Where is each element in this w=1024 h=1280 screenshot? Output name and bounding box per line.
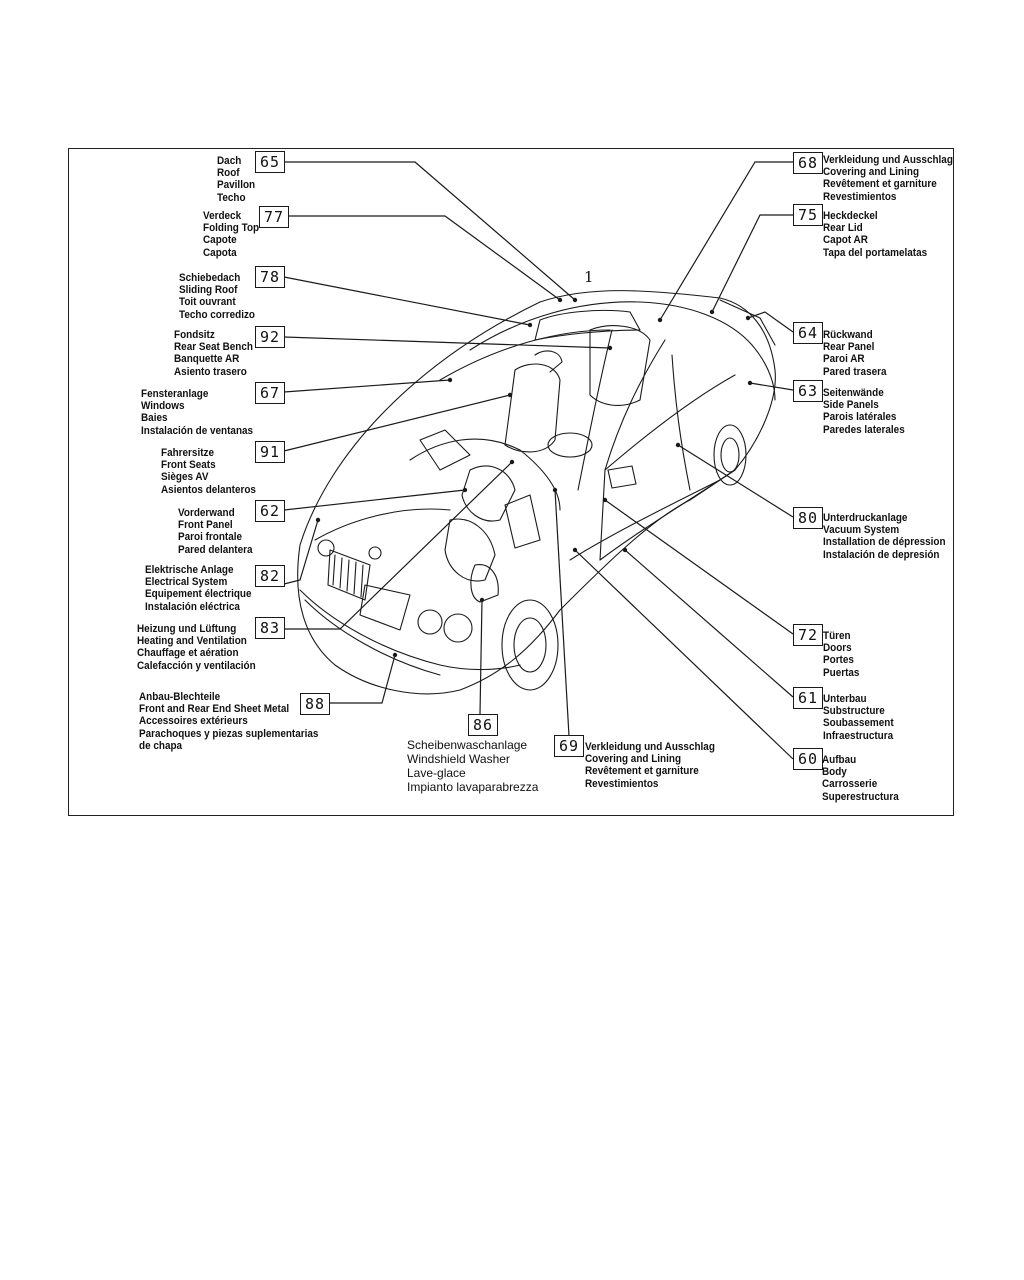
car-body-outline <box>297 290 776 695</box>
callout-88-number: 88 <box>300 693 330 715</box>
callout-68-number: 68 <box>793 152 823 174</box>
diagram-frame <box>68 148 954 816</box>
callout-64-number: 64 <box>793 322 823 344</box>
grille <box>327 549 371 601</box>
callout-77-number: 77 <box>259 206 289 228</box>
callout-91-number: 91 <box>255 441 285 463</box>
roof-outline <box>469 301 753 351</box>
callout-60-number: 60 <box>793 748 823 770</box>
callout-72-number: 72 <box>793 624 823 646</box>
rear-wheel <box>713 424 747 486</box>
callout-65-number: 65 <box>255 151 285 173</box>
callout-61-number: 61 <box>793 687 823 709</box>
headlight-left <box>317 539 335 557</box>
callout-86-number: 86 <box>468 714 498 736</box>
hood <box>314 508 451 541</box>
callout-82-number: 82 <box>255 565 285 587</box>
callout-78-number: 78 <box>255 266 285 288</box>
callout-67-number: 67 <box>255 382 285 404</box>
rear-seat <box>589 325 651 406</box>
front-seat <box>504 363 561 453</box>
callout-83-number: 83 <box>255 617 285 639</box>
callout-75-number: 75 <box>793 204 823 226</box>
callout-63-number: 63 <box>793 380 823 402</box>
callout-69-number: 69 <box>554 735 584 757</box>
front-wheel <box>501 599 559 691</box>
front-bumper <box>299 589 521 671</box>
callout-92-number: 92 <box>255 326 285 348</box>
callout-62-number: 62 <box>255 500 285 522</box>
side-mirror <box>607 465 637 489</box>
diagram-marker: 1 <box>584 268 594 286</box>
callout-80-number: 80 <box>793 507 823 529</box>
